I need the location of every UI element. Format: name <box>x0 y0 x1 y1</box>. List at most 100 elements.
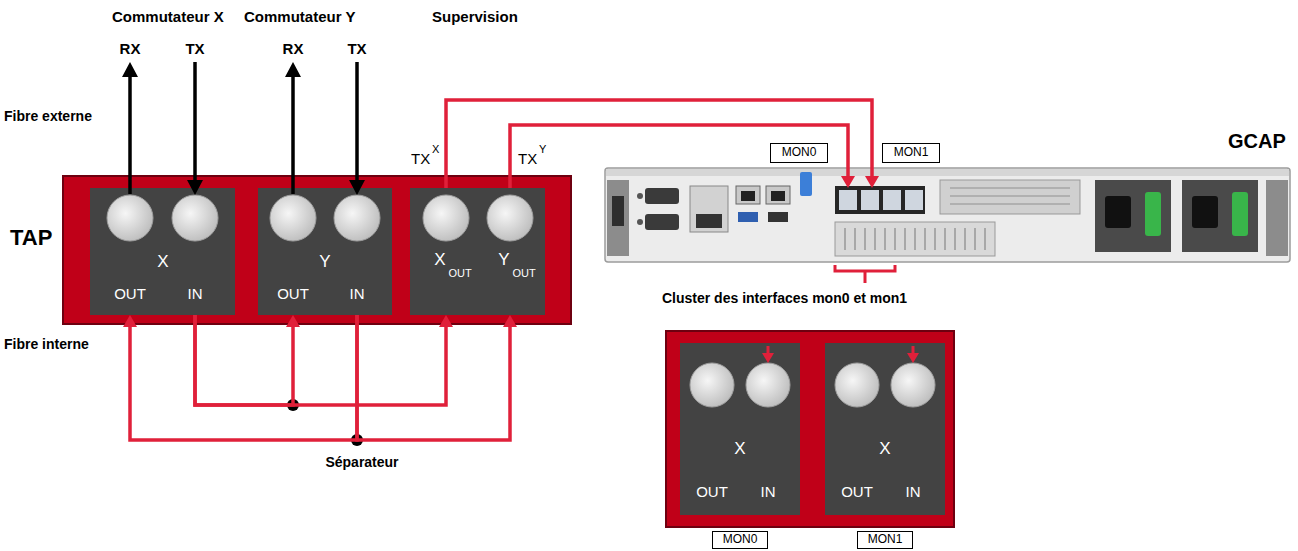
signal-name: RX <box>120 40 141 57</box>
port-label-holder: IN <box>906 483 921 500</box>
fibre-note-holder: Fibre interne <box>4 336 89 352</box>
signal-name: RX <box>283 40 304 57</box>
network-card <box>835 186 925 214</box>
port-label: Y <box>498 250 509 270</box>
signal-name-holder: RX <box>283 40 304 57</box>
port-label: X <box>434 250 445 270</box>
interface-name: MON0 <box>782 146 817 160</box>
psu-handle <box>1232 192 1248 236</box>
arrow-head <box>503 315 517 327</box>
fibre-connector <box>123 315 357 440</box>
port-label: Y <box>319 252 330 272</box>
port-label-holder: X <box>434 250 445 270</box>
port-label-holder: OUT <box>448 267 471 280</box>
tap-title-holder: TAP <box>10 225 52 250</box>
rj45-port <box>736 186 760 204</box>
port-panel: OUT X IN <box>90 188 235 315</box>
fibre-connector <box>446 100 879 188</box>
cluster-title: Cluster des interfaces mon0 et mon1 <box>662 290 907 306</box>
port-label: IN <box>906 483 921 500</box>
fibre-connector <box>510 125 855 188</box>
fiber-port <box>746 363 790 407</box>
power-supply <box>1095 180 1171 252</box>
fiber-port <box>270 195 316 241</box>
arrow-head <box>187 180 203 195</box>
usb-port <box>768 212 788 222</box>
idrac-block <box>690 186 728 232</box>
port-panel: OUTXIN <box>825 343 945 515</box>
rx-fibre <box>128 74 132 194</box>
port-label-holder: X <box>157 252 168 272</box>
arrow-head <box>286 315 300 327</box>
signal-name: TX <box>347 40 366 57</box>
signal-name-holder: TX <box>411 150 430 167</box>
fibre-line <box>195 315 446 405</box>
port-label: OUT <box>114 285 146 302</box>
signal-name-holder: RX <box>120 40 141 57</box>
rj45-port <box>766 186 790 204</box>
interface-name: MON0 <box>723 533 758 547</box>
port-label-holder: OUT <box>277 285 309 302</box>
arrow-head <box>123 315 137 327</box>
tap-box: OUTXINOUTYINXOUTYOUTTAP <box>62 175 572 325</box>
port-label-holder: OUT <box>114 285 146 302</box>
cluster-inputs <box>762 346 919 363</box>
interface-tag: MON0 <box>712 531 768 549</box>
arrow-head <box>762 353 774 363</box>
fiber-port <box>690 363 734 407</box>
fibre-line <box>130 315 357 440</box>
arrow-head <box>439 315 453 327</box>
right-ear <box>1266 180 1288 256</box>
network-port <box>839 190 857 210</box>
network-port <box>861 190 879 210</box>
splitter-dot <box>351 434 363 446</box>
screw <box>637 219 643 225</box>
switch-name: Commutateur Y <box>244 8 355 25</box>
network-port <box>883 190 901 210</box>
switch-name-holder: Commutateur X <box>112 8 224 25</box>
serial-port <box>645 214 679 230</box>
port-label: OUT <box>277 285 309 302</box>
fibre-note: Fibre interne <box>4 336 89 352</box>
screw <box>637 193 643 199</box>
port-label: X <box>734 439 745 459</box>
riser-vents <box>950 188 1070 204</box>
ear-slot <box>612 196 624 226</box>
port-label-holder: OUT <box>512 267 535 280</box>
cluster-ports <box>690 363 935 407</box>
fiber-port <box>334 195 380 241</box>
cluster-box: OUTXINOUTXINCluster des interfaces mon0 … <box>665 330 955 528</box>
external-fibres <box>122 62 365 195</box>
port-label-holder: IN <box>350 285 365 302</box>
vga-port <box>645 188 679 204</box>
gcap-server: GCAP <box>605 188 1290 262</box>
power-supply <box>1182 180 1258 252</box>
fiber-port <box>107 195 153 241</box>
rx-fibre <box>291 74 295 194</box>
fibre-note: Fibre externe <box>4 108 92 124</box>
port-label: IN <box>761 483 776 500</box>
port-label-holder: IN <box>761 483 776 500</box>
port-label-holder: X <box>879 439 890 459</box>
fibre-line <box>510 125 848 188</box>
fiber-port <box>487 195 533 241</box>
port-label-holder: IN <box>188 285 203 302</box>
server-title: GCAP <box>1228 130 1286 153</box>
cluster-bracket <box>835 265 895 283</box>
tap-ports <box>107 195 533 241</box>
signal-name: TX <box>518 150 537 167</box>
signal-superscript-holder: Y <box>539 143 546 156</box>
server-chassis <box>605 168 1290 262</box>
splitter-dot <box>287 399 299 411</box>
signal-name-holder: TX <box>518 150 537 167</box>
port-label-holder: Y <box>319 252 330 272</box>
network-port <box>905 190 923 210</box>
port-panel: OUT X IN <box>680 343 800 515</box>
fibre-line <box>357 315 510 440</box>
fiber-port <box>891 363 935 407</box>
port-label: OUT <box>696 483 728 500</box>
input-fibre <box>912 346 915 354</box>
power-socket <box>1192 196 1218 228</box>
fibre-line <box>446 100 872 188</box>
